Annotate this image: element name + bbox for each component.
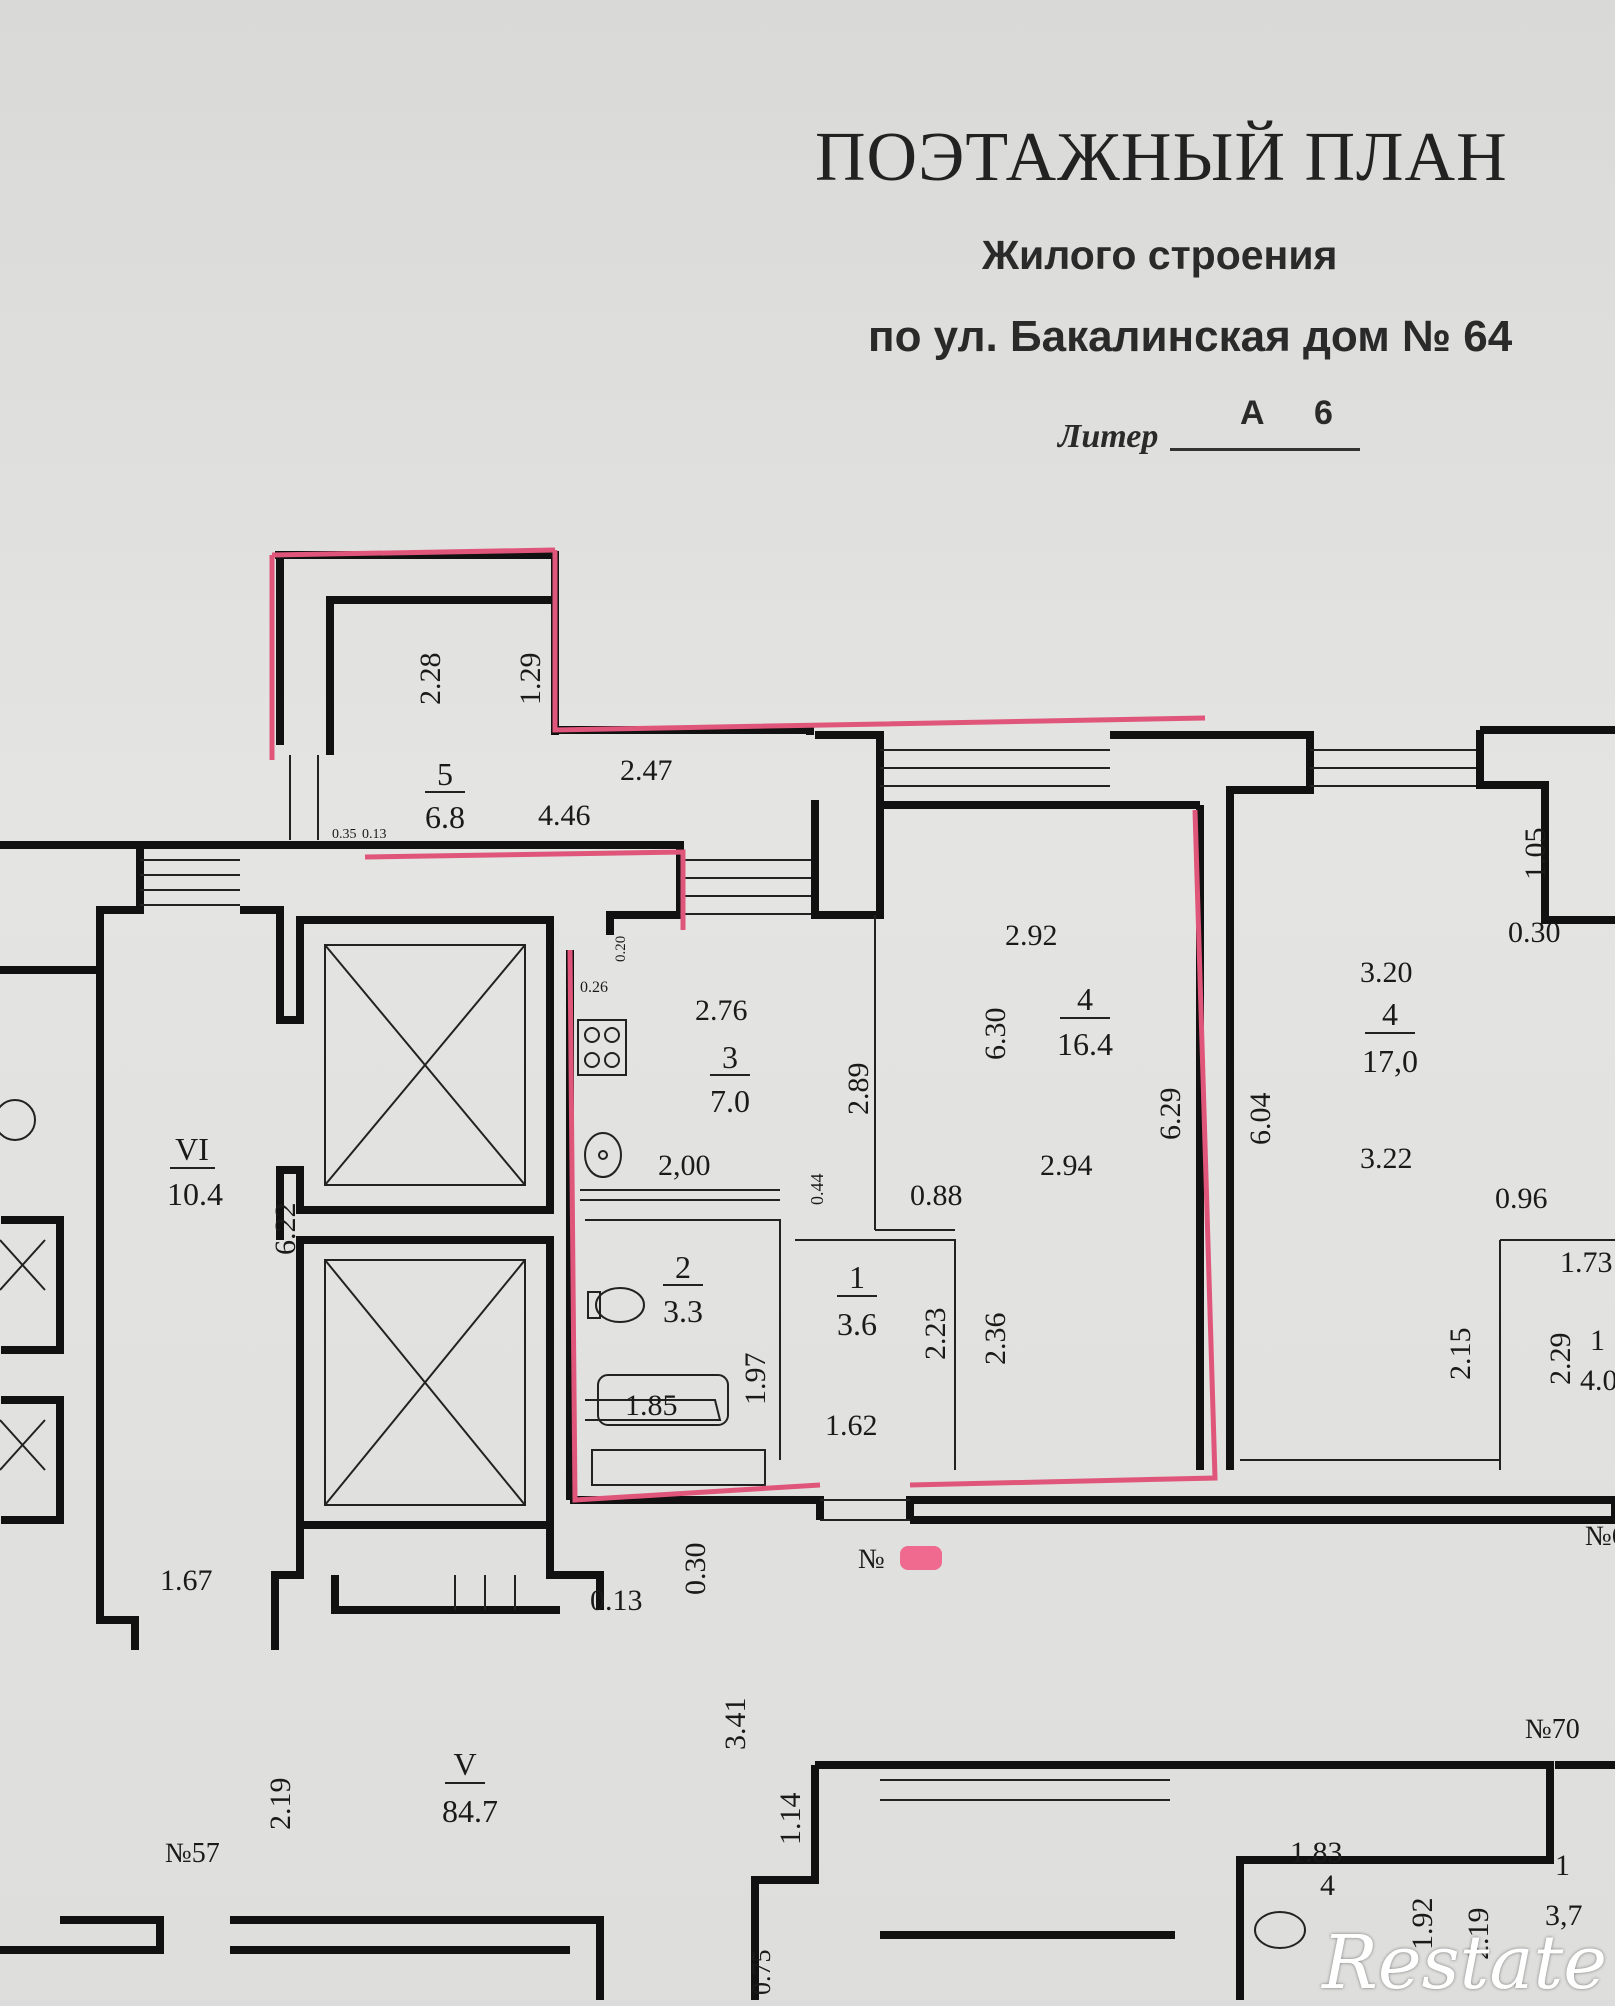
- corridor-area: 84.7: [442, 1793, 498, 1829]
- dim-label: 1.29: [514, 653, 547, 706]
- exterior-walls: [0, 726, 1615, 1470]
- dim-label: 6.30: [979, 1008, 1012, 1061]
- highlighted-apartment-outline: [269, 547, 1218, 1503]
- dim-label: 1.83: [1290, 1836, 1343, 1869]
- dim-label: 4.46: [538, 799, 591, 832]
- kitchen-stove-icon: [577, 1019, 627, 1076]
- liter-label: Литер: [1058, 418, 1159, 455]
- dim-label: 0.30: [679, 1543, 712, 1596]
- dim-label: 6.04: [1244, 1093, 1277, 1146]
- plan-address: по ул. Бакалинская дом № 64: [868, 312, 1513, 361]
- dim-label: 2.19: [264, 1778, 297, 1831]
- dim-label: 2.23: [919, 1308, 952, 1361]
- dim-label: 4: [1320, 1869, 1335, 1902]
- room-1-number: 1: [849, 1259, 865, 1295]
- dim-label: 6.29: [1154, 1088, 1187, 1141]
- dim-label: 1.92: [1406, 1898, 1439, 1951]
- room-5-area: 6.8: [425, 799, 465, 835]
- neighbor-room-4-number: 4: [1382, 996, 1398, 1032]
- room-3-area: 7.0: [710, 1083, 750, 1119]
- dim-label: 0.75: [747, 1950, 776, 1996]
- bathtub-icon: [597, 1374, 729, 1426]
- dim-label: 1.62: [825, 1409, 878, 1442]
- dim-label: 0.26: [580, 979, 608, 996]
- dim-label: 2.94: [1040, 1149, 1093, 1182]
- room-2-area: 3.3: [663, 1293, 703, 1329]
- stairwell-area: 10.4: [167, 1176, 223, 1212]
- dim-label: 2.19: [1462, 1908, 1495, 1961]
- dim-label: 3.41: [719, 1698, 752, 1751]
- dim-label: 2,00: [658, 1149, 711, 1182]
- dim-label: 2.28: [414, 653, 447, 706]
- dim-label: 0.96: [1495, 1182, 1548, 1215]
- room-labels: 5 6.8 4 16.4 3 7.0 2 3.3 1 3.6 4 17,0 VI…: [167, 756, 1418, 1829]
- toilet-icon: [587, 1287, 645, 1323]
- dim-label: 0.30: [1508, 916, 1561, 949]
- stairwell-number: VI: [175, 1131, 209, 1167]
- dim-label: 2.47: [620, 754, 673, 787]
- plan-title: ПОЭТАЖНЫЙ ПЛАН: [815, 119, 1508, 196]
- redacted-apartment-number: [900, 1546, 942, 1570]
- dim-label: 1.97: [739, 1353, 772, 1406]
- dim-label: 2.36: [979, 1313, 1012, 1366]
- corridor-number: V: [453, 1746, 476, 1782]
- room-3-number: 3: [722, 1039, 738, 1075]
- room-2-number: 2: [675, 1249, 691, 1285]
- room-1-area: 3.6: [837, 1306, 877, 1342]
- dim-label: 1: [1555, 1849, 1570, 1882]
- apt-57-label: №57: [165, 1838, 220, 1869]
- dim-label: 2.29: [1544, 1333, 1577, 1386]
- sink-icon: [584, 1132, 622, 1178]
- dim-label: 4.0: [1580, 1364, 1615, 1397]
- dim-label: 2.92: [1005, 919, 1058, 952]
- liter-underline: [1170, 448, 1360, 451]
- dim-label: 3.20: [1360, 956, 1413, 989]
- dim-label: 0.35: [332, 827, 357, 842]
- plan-subtitle: Жилого строения: [982, 232, 1338, 278]
- room-5-number: 5: [437, 756, 453, 792]
- dim-label: 1.85: [625, 1389, 678, 1422]
- dim-label: 1.05: [1519, 828, 1552, 881]
- entry-number-label: №: [858, 1544, 885, 1575]
- elevator-shafts: [0, 906, 604, 1650]
- dim-label: 6.22: [269, 1203, 302, 1256]
- dim-label: 0.13: [362, 827, 387, 842]
- dim-label: 0.13: [590, 1584, 643, 1617]
- dim-label: 1.14: [774, 1793, 807, 1846]
- apt-right-label: №6: [1585, 1521, 1615, 1552]
- dim-label: 2.15: [1444, 1328, 1477, 1381]
- dim-label: 0.44: [807, 1174, 827, 1206]
- dim-label: 3,7: [1545, 1899, 1583, 1932]
- dim-label: 0.20: [613, 936, 629, 962]
- dim-label: 1: [1590, 1324, 1605, 1357]
- dim-label: 2.89: [842, 1063, 875, 1116]
- lower-walls: [0, 1761, 1615, 2000]
- dimension-labels: 2.28 1.29 2.47 4.46 0.35 0.13 2.92 6.30 …: [160, 653, 1615, 1996]
- dim-label: 2.76: [695, 994, 748, 1027]
- dim-label: 1.67: [160, 1564, 213, 1597]
- dim-label: 3.22: [1360, 1142, 1413, 1175]
- apt-70-label: №70: [1525, 1714, 1580, 1745]
- dim-label: 0.88: [910, 1179, 963, 1212]
- liter-value: А 6: [1240, 394, 1333, 432]
- apartment-number-labels: № №57 №70 №6: [165, 1521, 1615, 1869]
- room-4-area: 16.4: [1057, 1026, 1113, 1062]
- room-4-number: 4: [1077, 981, 1093, 1017]
- dim-label: 1.73: [1560, 1246, 1613, 1279]
- watermark-logo: Restate: [1322, 1920, 1607, 2006]
- neighbor-room-4-area: 17,0: [1362, 1043, 1418, 1079]
